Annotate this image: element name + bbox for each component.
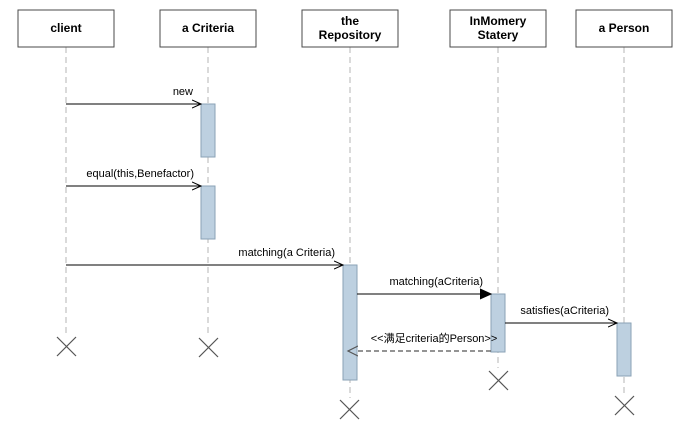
lifeline-criteria-box[interactable]	[159, 9, 257, 48]
lifeline-repository-box[interactable]	[301, 9, 399, 48]
lifeline-inmomery-title-line1: InMomery	[470, 14, 527, 28]
activation-person	[616, 322, 632, 377]
message-return-person: <<满足criteria的Person>>	[357, 331, 497, 351]
message-satisfies-label: satisfies(aCriteria)	[520, 305, 609, 317]
lifeline-client: client	[17, 9, 115, 357]
destroy-mark-inmomery	[488, 370, 509, 391]
message-matching-acriteria: matching(aCriteria)	[357, 276, 491, 294]
message-matching-criteria-label: matching(a Criteria)	[238, 247, 335, 259]
message-equal: equal(this,Benefactor)	[66, 168, 201, 186]
activation-repository	[342, 264, 358, 381]
lifeline-repository: the Repository	[301, 9, 399, 420]
destroy-mark-client	[56, 336, 77, 357]
message-new-label: new	[173, 86, 193, 98]
lifeline-repository-title-line1: the	[341, 14, 359, 28]
destroy-mark-repository	[339, 399, 360, 420]
lifeline-inmomery-title-line2: Statery	[478, 28, 519, 42]
lifeline-inmomery: InMomery Statery	[449, 9, 547, 391]
message-satisfies: satisfies(aCriteria)	[505, 305, 617, 323]
message-matching-criteria: matching(a Criteria)	[66, 247, 343, 265]
lifeline-inmomery-box[interactable]	[449, 9, 547, 48]
message-matching-acriteria-label: matching(aCriteria)	[389, 276, 483, 288]
lifeline-criteria: a Criteria	[159, 9, 257, 358]
lifeline-repository-title-line2: Repository	[319, 28, 382, 42]
destroy-mark-person	[614, 395, 635, 416]
lifeline-client-box[interactable]	[17, 9, 115, 48]
message-return-person-label: <<满足criteria的Person>>	[371, 331, 498, 345]
lifeline-person: a Person	[575, 9, 673, 416]
lifeline-person-title: a Person	[599, 21, 650, 35]
message-new: new	[66, 86, 201, 104]
lifeline-person-box[interactable]	[575, 9, 673, 48]
activation-criteria-new	[200, 103, 216, 158]
lifeline-criteria-title: a Criteria	[182, 21, 234, 35]
message-equal-label: equal(this,Benefactor)	[86, 168, 194, 180]
activation-criteria-equal	[200, 185, 216, 240]
lifeline-client-title: client	[50, 21, 81, 35]
destroy-mark-criteria	[198, 337, 219, 358]
